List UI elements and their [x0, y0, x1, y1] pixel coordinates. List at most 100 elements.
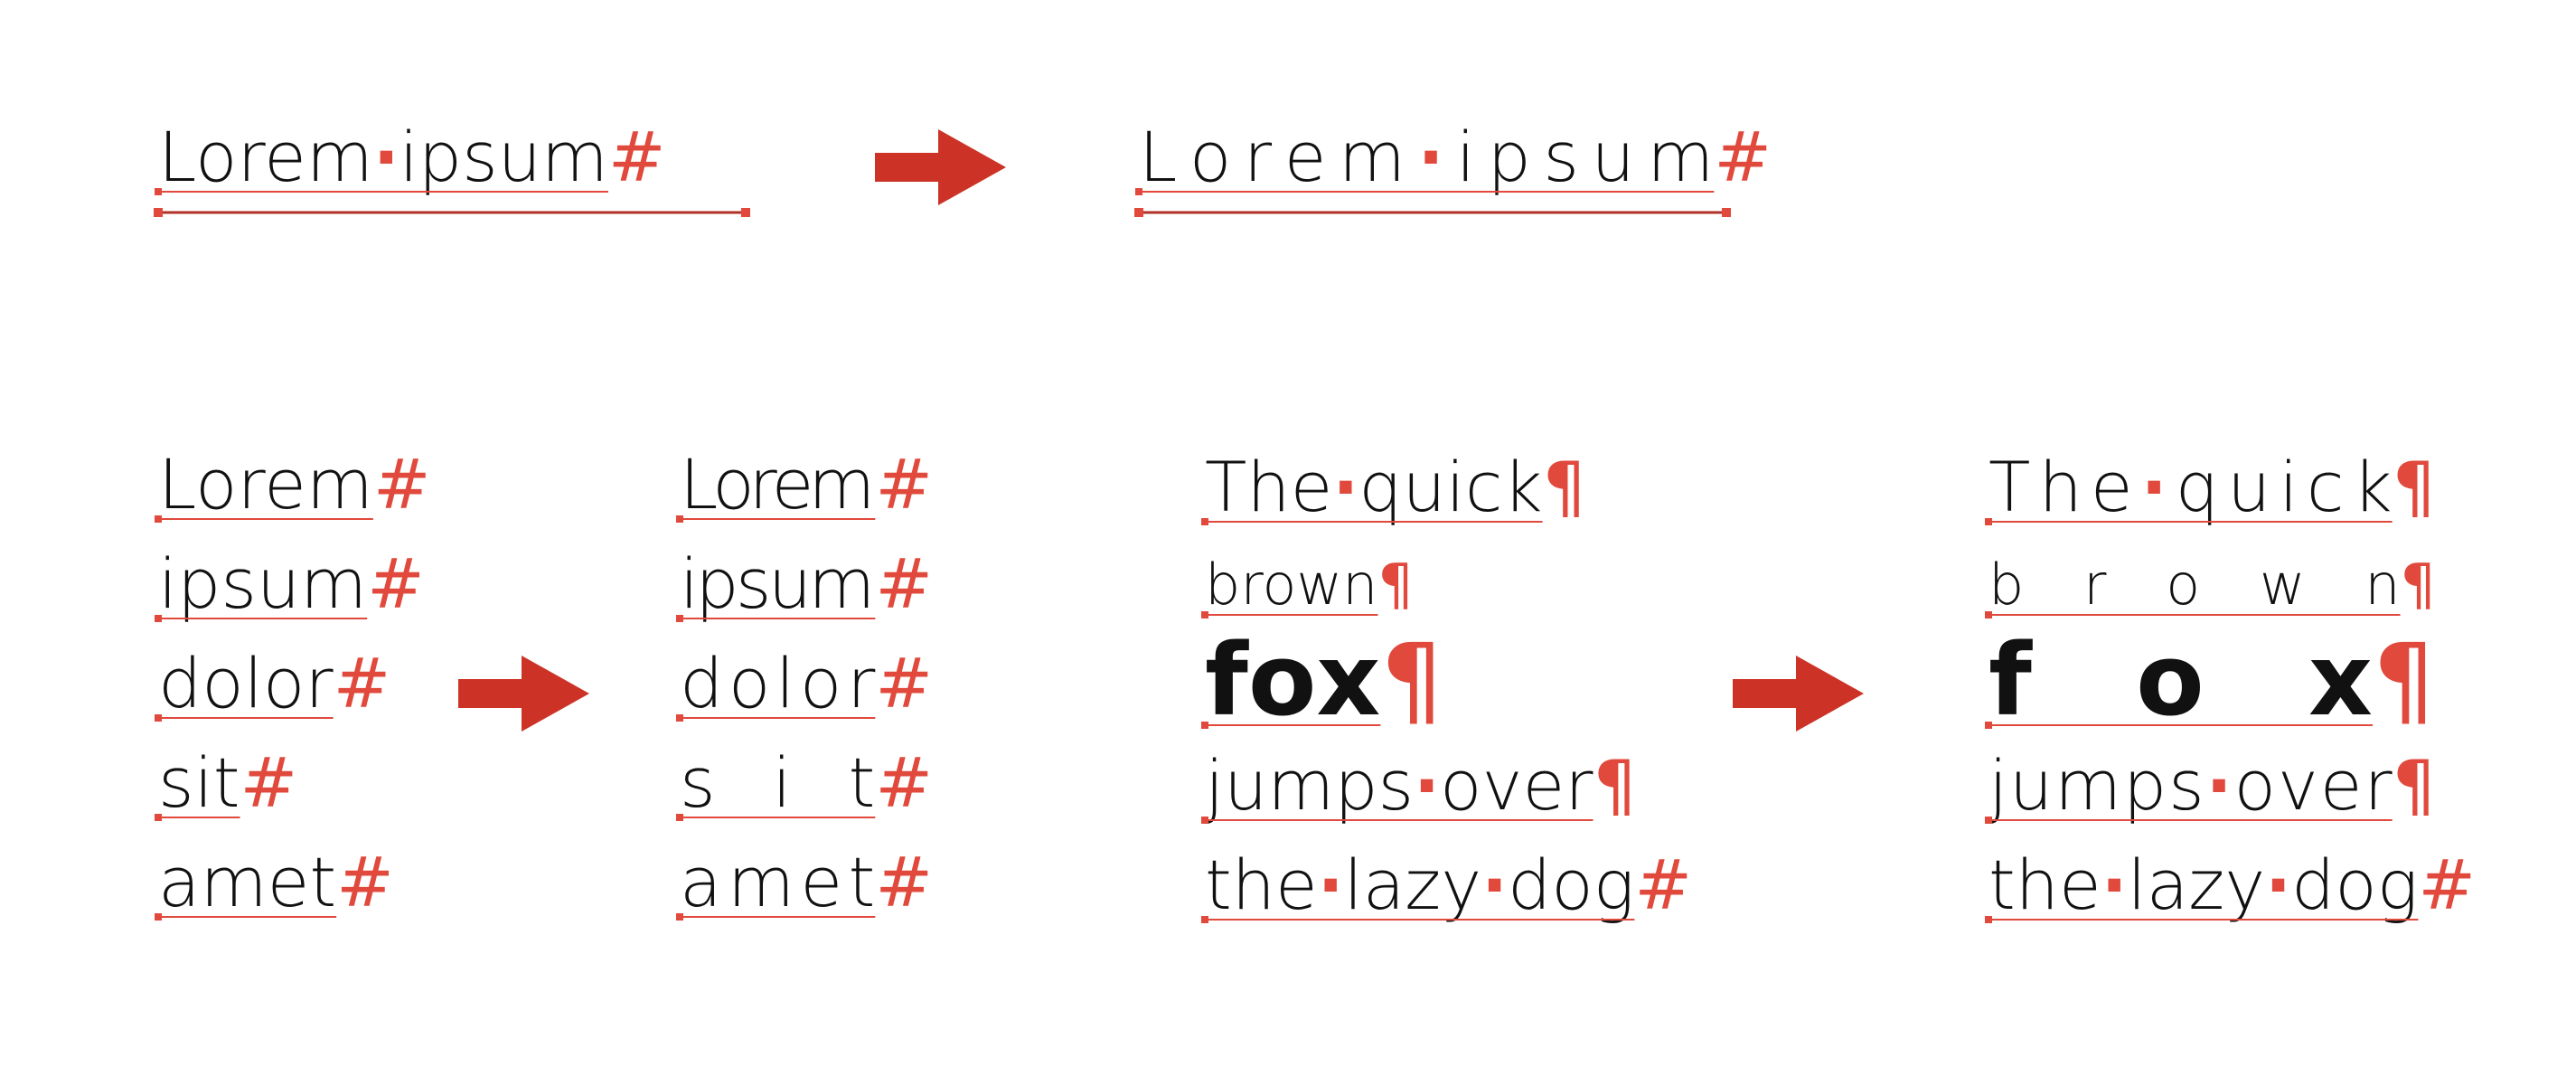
word-text: n [2364, 552, 2400, 618]
space-marker: · [1418, 117, 1444, 197]
word-text: Lorem [158, 117, 373, 197]
pilcrow-marker: ¶ [2401, 552, 2436, 618]
word-text: o [729, 643, 771, 723]
word-text: r [1244, 117, 1273, 197]
word-text: r [749, 444, 778, 524]
line-start-handle [676, 615, 683, 622]
word-text: m [808, 543, 875, 624]
word-text: q [2176, 447, 2219, 527]
word-text: s [2168, 745, 2205, 826]
text-line: fox¶ [1201, 622, 1443, 738]
line-end-marker: # [373, 444, 431, 524]
line-start-handle [1985, 518, 1992, 525]
text-line: ipsum# [676, 543, 933, 624]
word-text: k [2353, 447, 2393, 527]
text-line: Lorem# [676, 444, 933, 524]
line-start-handle [155, 814, 162, 821]
text-line: Lorem# [155, 444, 431, 524]
word-text: r [2364, 745, 2393, 826]
line-end-marker: # [1634, 845, 1692, 925]
word-text: over [1440, 745, 1594, 826]
word-text: e [2091, 447, 2133, 527]
line-end-marker: # [608, 117, 666, 197]
word-text: e [2320, 745, 2363, 826]
text-line: the·lazy·dog# [1201, 845, 1692, 925]
word-text: f [1988, 622, 2033, 738]
word-text: m [2054, 745, 2121, 826]
word-text: x [2308, 622, 2373, 738]
space-marker: · [2206, 745, 2233, 826]
line-start-handle [676, 913, 683, 921]
frame-handle-right [741, 208, 750, 217]
text-line: sit# [155, 742, 297, 823]
word-text: h [2039, 447, 2082, 527]
word-text: lazy [1344, 845, 1482, 925]
line-start-handle [155, 714, 162, 722]
text-line: dolor# [155, 643, 390, 723]
pilcrow-marker: ¶ [1377, 552, 1413, 618]
word-text: u [2009, 745, 2053, 826]
word-text: brown [1205, 552, 1377, 618]
paragraph-before: The·quick¶brown¶fox¶jumps·over¶the·lazy·… [1201, 447, 1692, 925]
line-end-marker: # [875, 543, 933, 624]
pilcrow-marker: ¶ [1380, 622, 1443, 738]
word-text: r [847, 643, 876, 723]
word-text: the [1205, 845, 1318, 925]
word-text: d [680, 643, 723, 723]
word-text: i [772, 742, 791, 823]
word-text: t [849, 742, 876, 823]
line-start-handle [155, 515, 162, 523]
word-text: amet [158, 842, 336, 922]
frame-handle-left [1134, 208, 1143, 217]
word-text: s [736, 543, 772, 624]
word-text: quick [1359, 447, 1542, 527]
text-line: brown¶ [1201, 552, 1414, 618]
space-marker: · [2101, 845, 2128, 925]
word-text: ipsum [158, 543, 367, 624]
word-text: m [808, 444, 875, 524]
line-end-marker: # [334, 643, 391, 723]
word-text: i [1456, 117, 1475, 197]
right-arrow-icon [458, 656, 589, 732]
word-text: dog [1508, 845, 1634, 925]
right-arrow-icon [1733, 656, 1864, 732]
line-start-handle [155, 615, 162, 622]
frame-handle-left [154, 208, 163, 217]
word-text: o [800, 643, 842, 723]
space-marker: · [2141, 447, 2167, 527]
line-start-handle [1201, 916, 1208, 923]
pilcrow-marker: ¶ [1594, 745, 1637, 826]
word-text: lazy [2128, 845, 2266, 925]
example-word-list: Lorem#ipsum#dolor#sit#amet#Lorem#ipsum#d… [155, 444, 933, 922]
space-marker: · [1318, 845, 1344, 925]
pilcrow-marker: ¶ [1543, 447, 1586, 527]
word-text: s [680, 742, 716, 823]
word-text: j [1987, 745, 2007, 826]
space-marker: · [2265, 845, 2291, 925]
line-end-marker: # [875, 742, 933, 823]
word-text: e [772, 444, 814, 524]
line-end-marker: # [875, 643, 933, 723]
word-text: L [680, 444, 718, 524]
word-text: v [2278, 745, 2318, 826]
space-marker: · [1332, 447, 1359, 527]
line-end-marker: # [336, 842, 394, 922]
word-text: Lorem [158, 444, 373, 524]
word-text: a [680, 842, 722, 922]
word-text: dog [2291, 845, 2418, 925]
word-text: o [712, 444, 755, 524]
line-start-handle [1201, 722, 1208, 729]
text-line: amet# [155, 842, 394, 922]
right-arrow-icon [875, 129, 1006, 205]
word-text: dolor [158, 643, 334, 723]
word-text: p [2123, 745, 2167, 826]
pilcrow-marker: ¶ [2393, 745, 2436, 826]
line-end-marker: # [1714, 117, 1772, 197]
